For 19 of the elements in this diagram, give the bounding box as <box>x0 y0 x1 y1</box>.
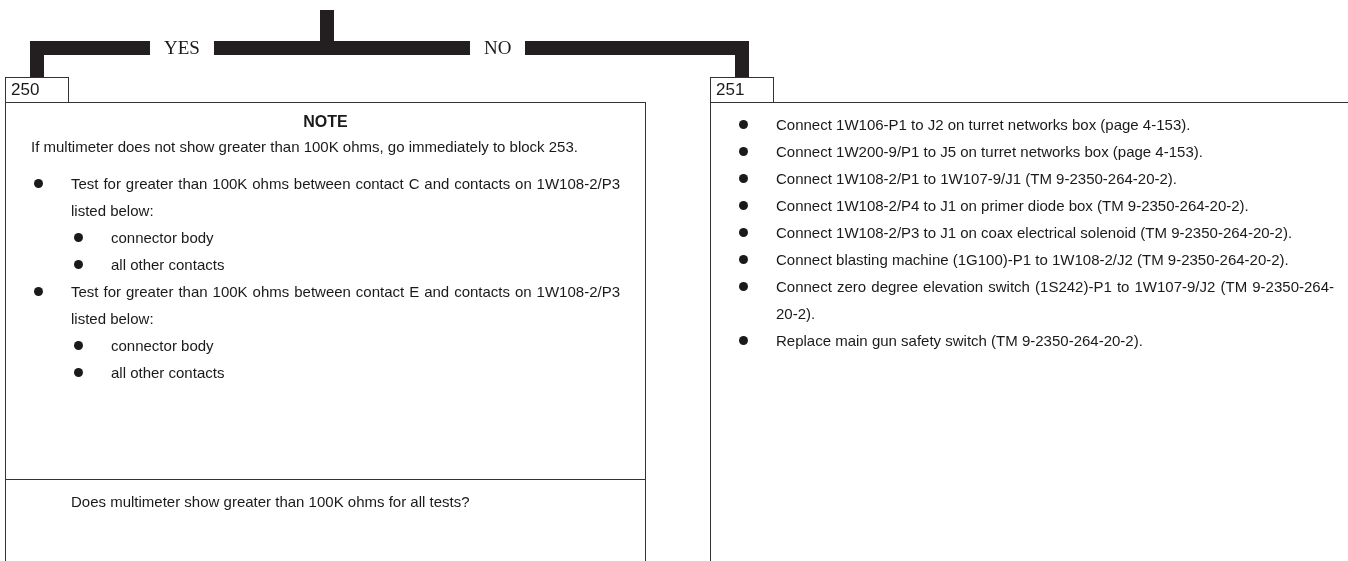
list-item-text: Test for greater than 100K ohms between contact E and contacts on 1W108-2/P3 listed below: <box>71 282 620 329</box>
list-item-text: Connect 1W108-2/P4 to J1 on primer diode box (TM 9-2350-264-20-2). <box>776 196 1249 216</box>
note-heading: NOTE <box>302 112 349 132</box>
block-number: 250 <box>5 77 69 102</box>
list-item-text: Connect 1W106-P1 to J2 on turret networks box (page 4-153). <box>776 115 1191 135</box>
list-item-text: connector body <box>111 228 214 248</box>
block-number: 251 <box>710 77 774 102</box>
list-item-text: Connect 1W108-2/P1 to 1W107-9/J1 (TM 9-2350-264-20-2). <box>776 169 1178 189</box>
list-item-text: Test for greater than 100K ohms between contact C and contacts on 1W108-2/P3 listed below: <box>71 174 620 221</box>
list-item-text: Connect 1W200-9/P1 to J5 on turret networks box (page 4-153). <box>776 142 1203 162</box>
list-item-text: Replace main gun safety switch (TM 9-2350-264-20-2). <box>776 331 1143 351</box>
list-item-text: all other contacts <box>111 255 225 275</box>
list-item-text: all other contacts <box>111 363 225 383</box>
list-item-text: Connect blasting machine (1G100)-P1 to 1W108-2/J2 (TM 9-2350-264-20-2). <box>776 250 1289 270</box>
list-item-text: Connect zero degree elevation switch (1S242)-P1 to 1W107-9/J2 (TM 9-2350-264-20-2). <box>776 277 1334 324</box>
note-text: If multimeter does not show greater than 100K ohms, go immediately to block 253. <box>31 137 579 157</box>
list-item-text: Connect 1W108-2/P3 to J1 on coax electrical solenoid (TM 9-2350-264-20-2). <box>776 223 1293 243</box>
question-text: Does multimeter show greater than 100K ohms for all tests? <box>70 492 471 512</box>
list-item-text: connector body <box>111 336 214 356</box>
